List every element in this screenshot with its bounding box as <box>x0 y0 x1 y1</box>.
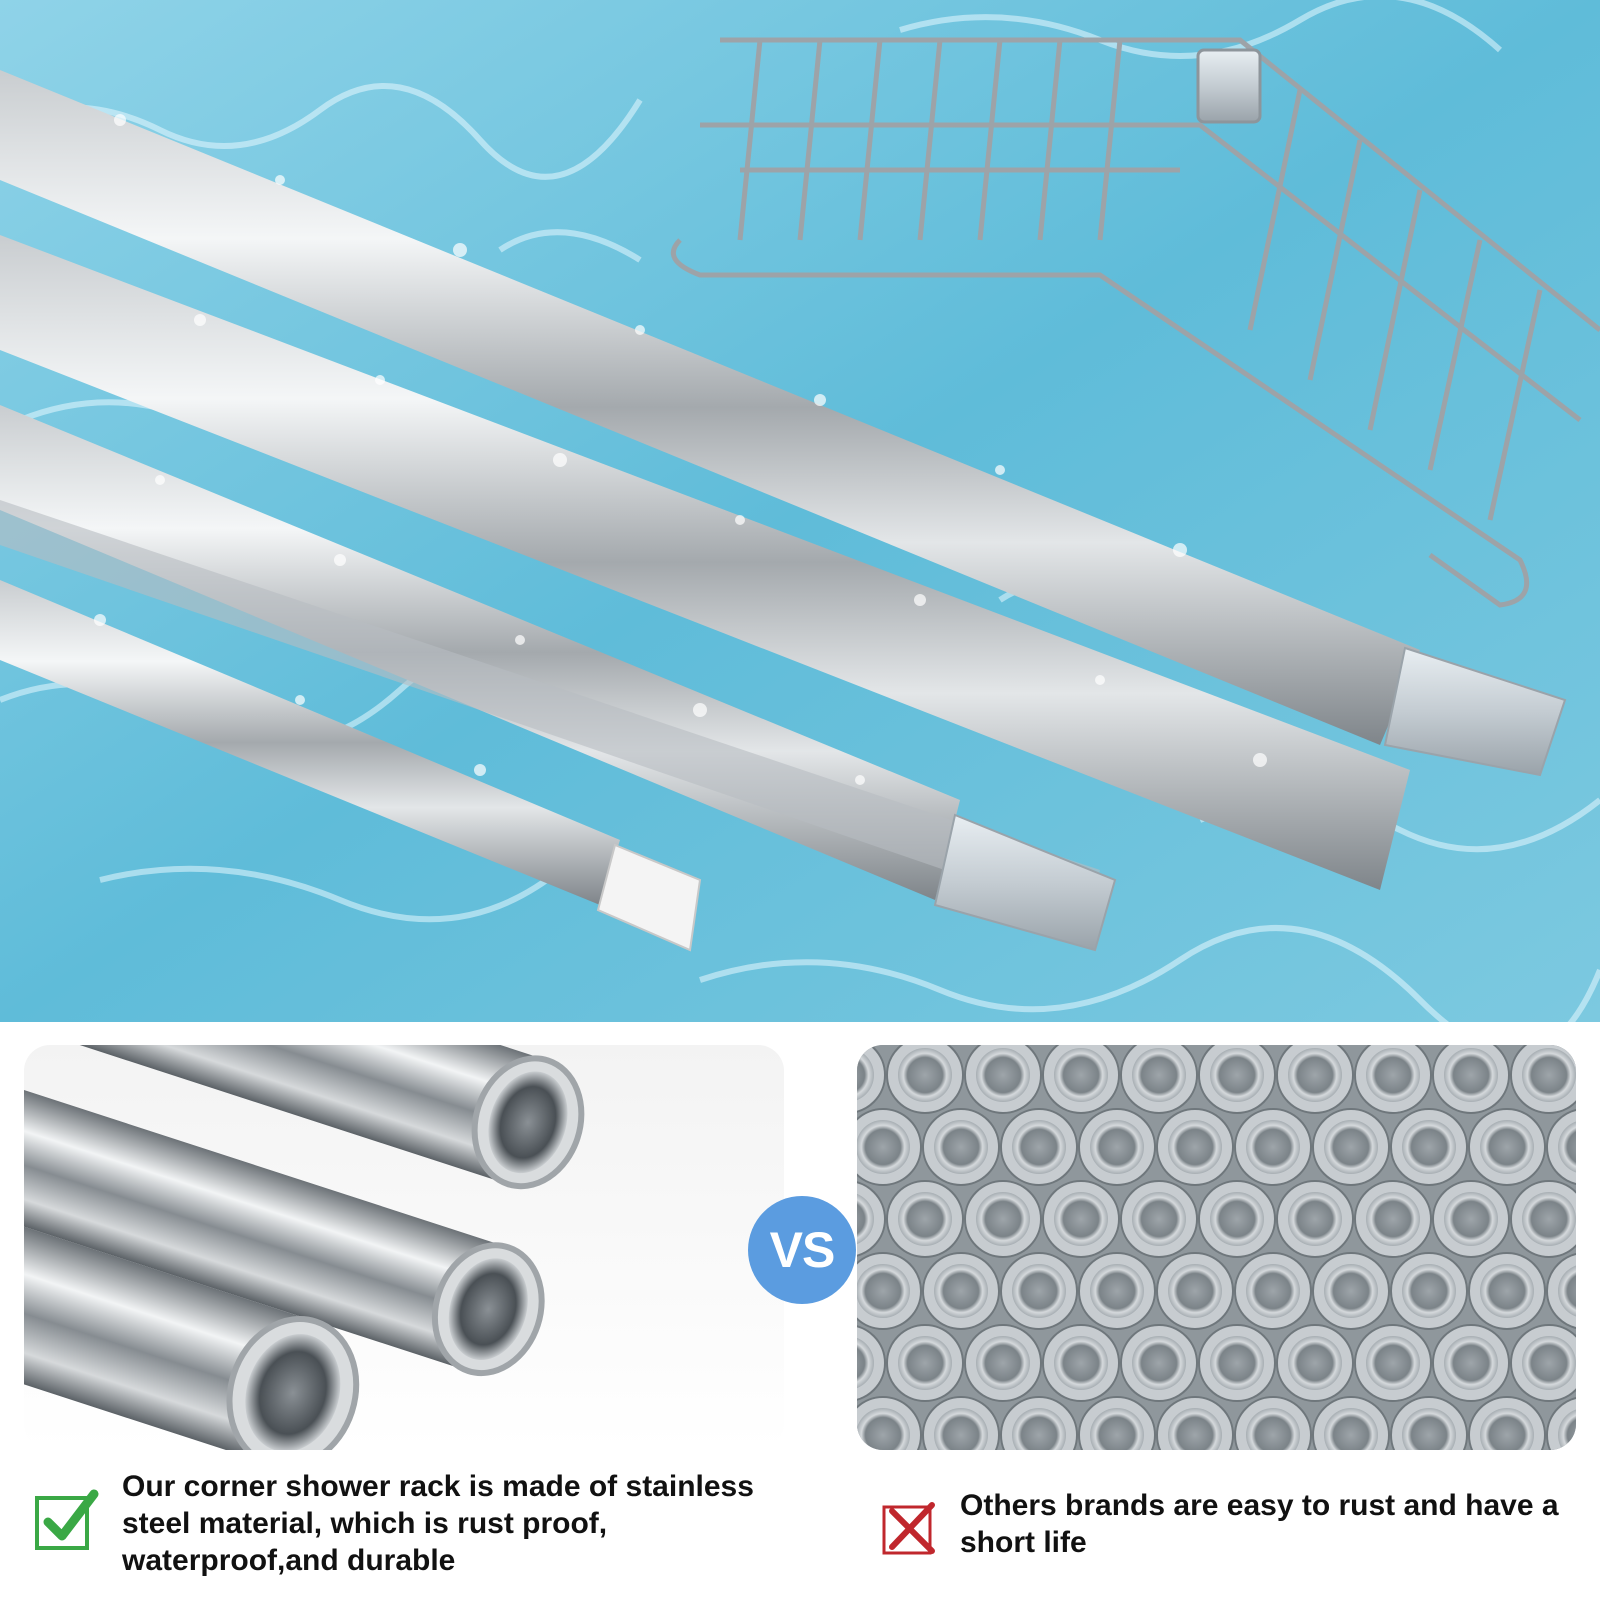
pipe-hole <box>898 1336 952 1390</box>
pipe-hole <box>1090 1264 1144 1318</box>
pipe-hole <box>857 1120 910 1174</box>
stainless-steel-tubes-image <box>24 1045 784 1450</box>
pipe-hole <box>1402 1264 1456 1318</box>
pipe-hole <box>1012 1264 1066 1318</box>
pipe-hole <box>1168 1408 1222 1450</box>
pipe-hole <box>1090 1120 1144 1174</box>
pipe-hole <box>1132 1048 1186 1102</box>
pipe-hole <box>1366 1048 1420 1102</box>
basket-pole-sleeve <box>1196 48 1262 124</box>
hero-illustration <box>0 0 1600 1022</box>
pipe-hole <box>976 1336 1030 1390</box>
steel-poles <box>0 70 1420 920</box>
cross-icon <box>882 1502 935 1555</box>
pipe-hole <box>1090 1408 1144 1450</box>
pipe-hole <box>1522 1048 1576 1102</box>
pipe-hole <box>1480 1120 1534 1174</box>
pipe-hole <box>1444 1048 1498 1102</box>
stainless-tubes-illustration <box>24 1045 585 1450</box>
pipe-hole <box>1324 1120 1378 1174</box>
our-product-caption: Our corner shower rack is made of stainl… <box>122 1470 754 1577</box>
pipe-hole <box>898 1048 952 1102</box>
check-icon <box>35 1489 99 1550</box>
pipe-hole <box>1012 1408 1066 1450</box>
pipe-hole <box>1558 1121 1576 1173</box>
pipe-hole <box>1210 1336 1264 1390</box>
pipe-hole <box>857 1337 874 1389</box>
pipe-hole <box>1168 1264 1222 1318</box>
pipe-hole <box>1366 1192 1420 1246</box>
pipe-hole <box>1210 1192 1264 1246</box>
pipe-hole <box>1480 1264 1534 1318</box>
pipe-hole <box>1522 1336 1576 1390</box>
pipe-hole <box>1402 1408 1456 1450</box>
pipe-hole <box>1324 1264 1378 1318</box>
pipe-bundle <box>857 1045 1576 1450</box>
pipe-hole <box>1402 1120 1456 1174</box>
other-brand-tubes-image <box>857 1045 1576 1450</box>
pipe-hole <box>1054 1192 1108 1246</box>
pole-end-caps <box>596 646 1567 952</box>
pipe-hole <box>976 1192 1030 1246</box>
pipe-hole <box>1444 1192 1498 1246</box>
pipe-hole <box>1522 1192 1576 1246</box>
hero-product-image <box>0 0 1600 1022</box>
pipe-hole <box>1558 1265 1576 1317</box>
pipe-hole <box>1480 1408 1534 1450</box>
corner-basket <box>670 37 1600 608</box>
pipe-hole <box>934 1264 988 1318</box>
pipe-hole <box>1132 1336 1186 1390</box>
pipe-hole <box>1288 1048 1342 1102</box>
pipe-hole <box>1054 1048 1108 1102</box>
pipe-hole <box>1210 1048 1264 1102</box>
pipe-hole <box>1288 1336 1342 1390</box>
pipe-hole <box>1288 1192 1342 1246</box>
pipe-hole <box>1246 1120 1300 1174</box>
water-droplets <box>94 114 1267 785</box>
pipe-hole <box>1168 1120 1222 1174</box>
pipe-hole <box>1444 1336 1498 1390</box>
pipe-hole <box>976 1048 1030 1102</box>
galvanized-tubes-illustration <box>857 1045 1576 1450</box>
pipe-hole <box>1366 1336 1420 1390</box>
pipe-hole <box>1012 1120 1066 1174</box>
pipe-hole <box>1246 1408 1300 1450</box>
pipe-hole <box>857 1193 874 1245</box>
pipe-hole <box>1054 1336 1108 1390</box>
pipe-hole <box>1324 1408 1378 1450</box>
pipe-hole <box>934 1408 988 1450</box>
pipe-hole <box>857 1049 874 1101</box>
vs-badge: VS <box>748 1196 856 1304</box>
pipe-hole <box>857 1408 910 1450</box>
pipe-hole <box>1246 1264 1300 1318</box>
other-brands-caption: Others brands are easy to rust and have … <box>960 1489 1559 1559</box>
pipe-hole <box>857 1264 910 1318</box>
pipe-hole <box>898 1192 952 1246</box>
pipe-hole <box>934 1120 988 1174</box>
pipe-hole <box>1132 1192 1186 1246</box>
